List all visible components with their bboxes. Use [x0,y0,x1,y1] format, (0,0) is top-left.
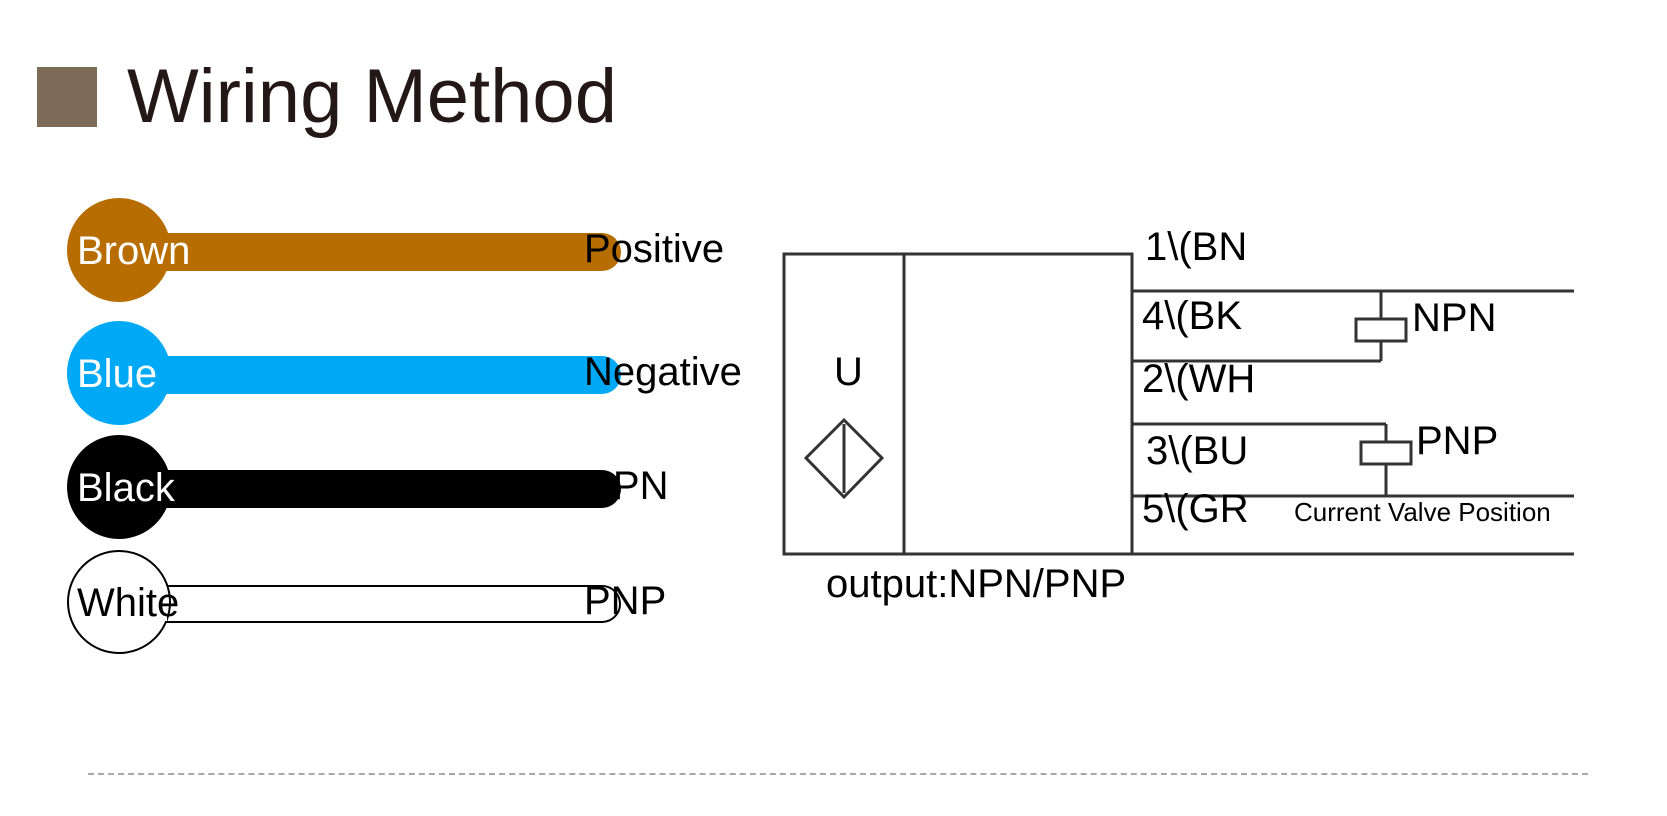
wire-row-brown: Brown Positive [67,195,747,303]
pnp-load-resistor [1359,440,1413,466]
npn-load-resistor [1354,317,1408,343]
sensor-body [782,252,1134,556]
terminal-label-4: 4\(BK [1142,294,1243,338]
wire-label-blue: Blue [77,352,158,396]
wire-row-blue: Blue Negative [67,318,747,426]
sensor-label: U [834,350,863,394]
wire-label-white: White [77,581,180,625]
brown-wire-circle [67,198,171,302]
wiring-diagram-lines [782,252,1574,556]
wire-meaning-brown: Positive [584,227,725,271]
wire-label-black: Black [77,466,175,510]
brown-wire-bar [107,233,621,271]
wire-label-brown: Brown [77,229,191,273]
blue-wire-circle [67,321,171,425]
black-wire-bar [107,470,621,508]
output-caption: output:NPN/PNP [826,562,1127,606]
dashed-divider [88,773,1588,775]
page-title: Wiring Method [127,54,617,139]
blue-wire-bar [107,356,621,394]
title-square-icon [37,67,97,127]
white-wire-bar [107,585,621,623]
pnp-load-label: PNP [1416,419,1499,463]
wire-row-white: White PNP [67,547,747,655]
wiring-diagram: U output:NPN/PNP 1\(BN 4\(BK 2\(WH 3\(BU… [770,210,1640,650]
wire-row-black: Black NPN [67,432,747,540]
terminal-label-5: 5\(GR [1142,487,1249,531]
wire-meaning-blue: Negative [584,350,742,394]
wire-color-legend: Brown Positive Blue Negative Black NPN W… [0,0,760,720]
terminal-label-2: 2\(WH [1142,357,1256,401]
terminal-label-3: 3\(BU [1146,429,1249,473]
wire-meaning-black: NPN [584,464,669,508]
terminal-label-1: 1\(BN [1145,225,1248,269]
npn-load-label: NPN [1412,296,1497,340]
valve-position-note: Current Valve Position [1294,497,1551,527]
header: Wiring Method [37,52,617,142]
white-wire-joint [107,587,167,621]
wire-meaning-white: PNP [584,579,667,623]
black-wire-circle [67,435,171,539]
sensor-diamond-icon [803,417,885,500]
